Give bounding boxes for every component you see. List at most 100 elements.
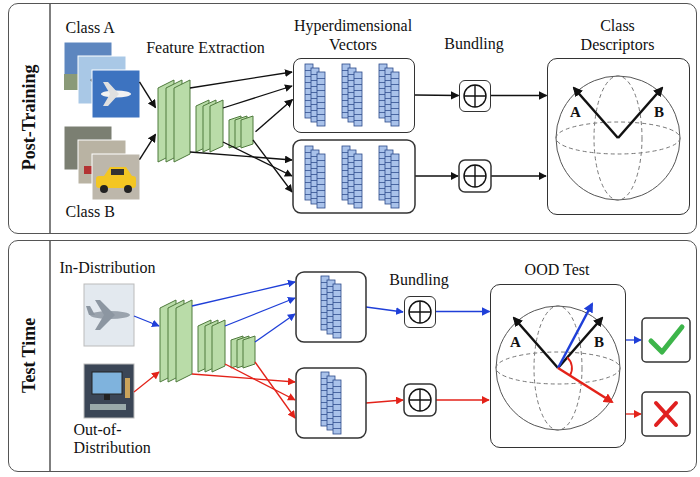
text-holder: Bundling [389, 271, 449, 289]
ood-test-box: OOD TestAB [490, 284, 626, 448]
input-label: Out-of- Distribution [74, 421, 174, 458]
sphere [496, 306, 620, 430]
wire [253, 140, 292, 192]
bundling-symbol [464, 165, 486, 187]
angle-arc [567, 358, 572, 376]
reject-box [642, 392, 690, 436]
panel-title: Post-Training [18, 65, 39, 171]
vector-stack [305, 146, 325, 208]
flow-arrow [140, 134, 156, 159]
test-image: In-Distribution [84, 284, 134, 346]
text-holder: Class Descriptors [573, 17, 663, 54]
wire [436, 399, 489, 400]
vector-stack [379, 64, 399, 126]
vector-label: B [593, 334, 605, 351]
vector-stack [342, 64, 362, 126]
photo [84, 284, 134, 346]
monitor [92, 372, 122, 394]
wire [192, 282, 295, 306]
check-mark [651, 327, 682, 352]
class-label: Class A [66, 19, 115, 37]
input-label: In-Distribution [60, 259, 156, 277]
text-holder: Feature Extraction [146, 39, 265, 57]
vector-label: A [509, 334, 522, 351]
wire [366, 307, 403, 312]
feature-extractor-layers [160, 300, 255, 382]
flow-arrow [491, 95, 547, 96]
wire [134, 316, 159, 326]
car-wheel [100, 185, 108, 193]
out-of-distribution-photo [84, 364, 134, 418]
wire [190, 72, 292, 88]
text-holder: B [653, 103, 665, 121]
stage-heading: Bundling [444, 35, 504, 53]
stage-heading: OOD Test [525, 261, 590, 279]
wire [190, 152, 292, 160]
vector-box: Hyperdimensional Vectors [293, 58, 415, 133]
descriptor-sphere [556, 76, 680, 200]
wire [134, 372, 159, 392]
bundling-box [404, 384, 436, 416]
bundling-box [459, 160, 491, 192]
flow-arrow [140, 82, 156, 108]
vector-label: A [569, 104, 582, 121]
keyboard [90, 404, 126, 410]
wire [626, 413, 641, 414]
vector-stack [305, 64, 325, 126]
flow-arrow [436, 311, 490, 312]
class-image-stack: Class B [64, 126, 140, 200]
wire [255, 362, 295, 418]
panel-divider [49, 240, 51, 472]
airplane-wing [95, 300, 115, 330]
photo [84, 364, 134, 418]
vector-box [296, 368, 366, 438]
ood-sphere [496, 304, 620, 430]
vector-stack [379, 146, 399, 208]
accept-box [642, 318, 690, 362]
text-holder: Hyperdimensional Vectors [283, 17, 423, 54]
stage-heading: Hyperdimensional Vectors [283, 17, 423, 54]
text-holder: In-Distribution [60, 259, 156, 277]
monitor-stand [104, 394, 110, 400]
car-wheel [124, 185, 132, 193]
text-holder: B [593, 333, 605, 351]
vector-stack [321, 372, 341, 434]
flow-arrow [415, 94, 459, 96]
bundling-box: Bundling [459, 80, 491, 112]
airplane-wing [103, 82, 119, 106]
test-time-panel: Test Time In-DistributionOut-of- Distribu… [8, 240, 697, 472]
vector-label: B [653, 104, 665, 121]
in-distribution-photo [84, 284, 134, 346]
class-a-photos [64, 42, 140, 118]
car-cabin [104, 167, 132, 176]
vector-box [293, 140, 415, 213]
vector-box [296, 272, 366, 342]
wire [255, 314, 295, 342]
panel-divider [49, 3, 51, 234]
car-window [111, 169, 124, 175]
wire [223, 142, 292, 176]
panel-title: Test Time [18, 318, 39, 393]
photo [92, 154, 140, 200]
post-training-panel: Post-TrainingClass AClass BFeature Extra… [8, 3, 697, 234]
airplane-tail [86, 306, 95, 315]
text-holder: Out-of- Distribution [74, 421, 174, 458]
bundling-symbol [464, 85, 486, 107]
text-holder: Class B [66, 203, 115, 221]
sphere [556, 76, 680, 200]
text-holder: Test Time [18, 256, 39, 456]
text-holder: A [569, 103, 582, 121]
bundling-symbol [409, 389, 431, 411]
class-label: Class B [66, 203, 115, 221]
feature-extractor: Feature Extraction [156, 78, 256, 164]
flow-arrow [256, 100, 293, 132]
wire [415, 175, 458, 176]
descriptor-box: Class DescriptorsAB [547, 58, 690, 215]
test-wires [134, 282, 641, 418]
wire [491, 175, 546, 176]
in-distribution-vector [558, 304, 592, 368]
bundling-box: Bundling [404, 296, 436, 328]
